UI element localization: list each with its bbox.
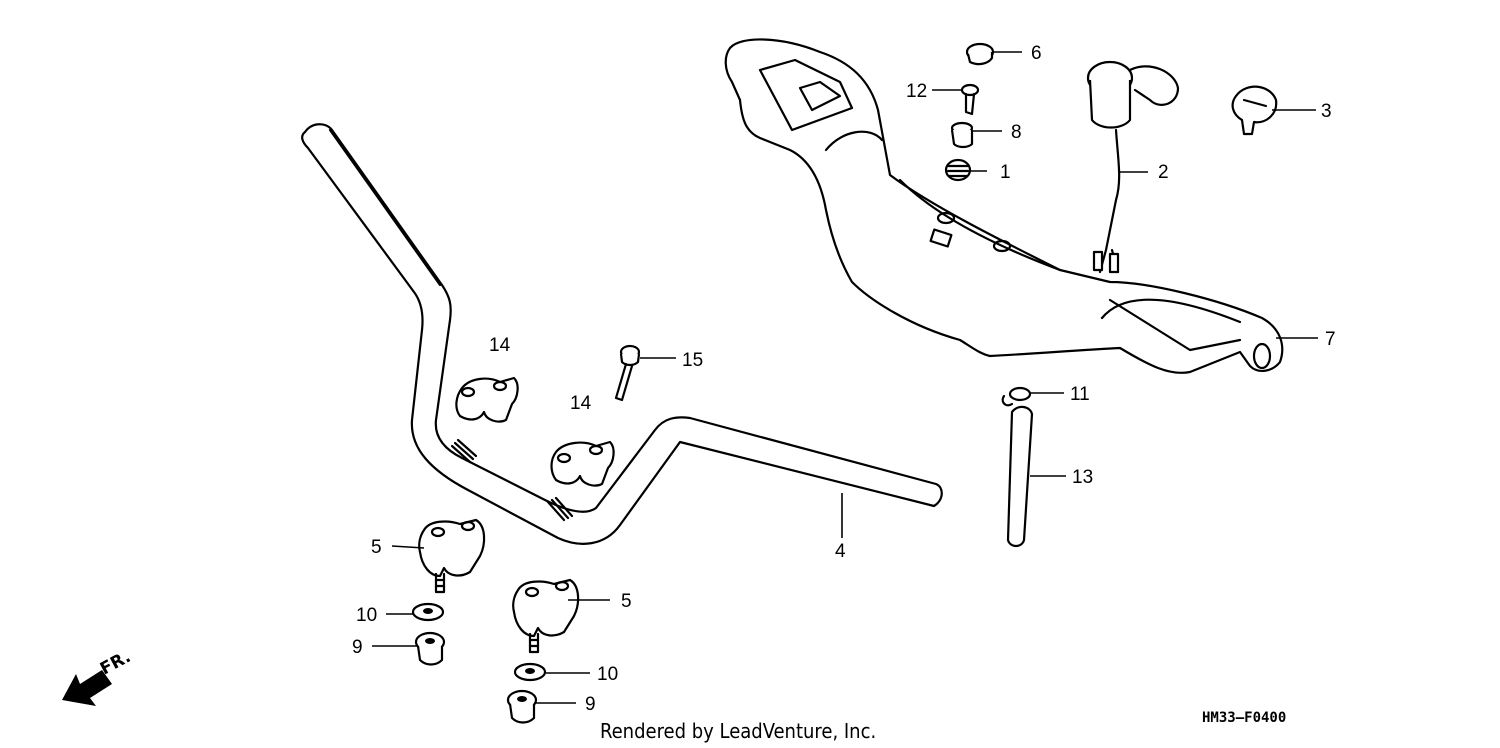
tube [1006,405,1034,548]
callout-10-left: 10 [356,605,377,626]
callout-14-right: 14 [570,393,592,414]
leader-lines [372,51,1318,704]
grommet [944,158,972,182]
callout-7: 7 [1325,329,1336,350]
nut-right [506,689,538,724]
bolt [614,344,641,402]
callout-8: 8 [1011,122,1022,143]
upper-holder-left [455,376,519,423]
callout-11: 11 [1070,384,1090,405]
screw [960,83,980,116]
front-arrow-icon [62,670,112,706]
handlebar-cover [724,38,1284,374]
collar [950,121,974,149]
callout-1: 1 [1000,162,1011,183]
washer-left [411,602,445,622]
callout-2: 2 [1158,162,1169,183]
cap [965,42,995,66]
front-direction-indicator: FR. [62,647,134,706]
callout-4: 4 [835,541,846,562]
washer-right [513,662,547,682]
callout-15: 15 [682,350,703,371]
callout-14-left: 14 [489,335,511,356]
lower-holder-right [512,578,580,654]
callout-9-left: 9 [352,637,363,658]
key [1231,85,1278,136]
callout-6: 6 [1031,43,1042,64]
handlebar [301,123,943,545]
callout-5-left: 5 [371,537,382,558]
ignition-switch [1086,60,1180,274]
clip [1001,386,1032,407]
callout-10-right: 10 [597,664,618,685]
lower-holder-left [418,518,486,594]
callout-3: 3 [1321,101,1332,122]
nut-left [414,631,446,666]
render-credit: Rendered by LeadVenture, Inc. [600,719,876,743]
callout-12: 12 [906,81,927,102]
callout-13: 13 [1072,467,1093,488]
callout-5-right: 5 [621,591,632,612]
diagram-code: HM33—F0400 [1202,710,1286,726]
upper-holder-right [550,440,615,487]
callout-9-right: 9 [585,694,596,715]
